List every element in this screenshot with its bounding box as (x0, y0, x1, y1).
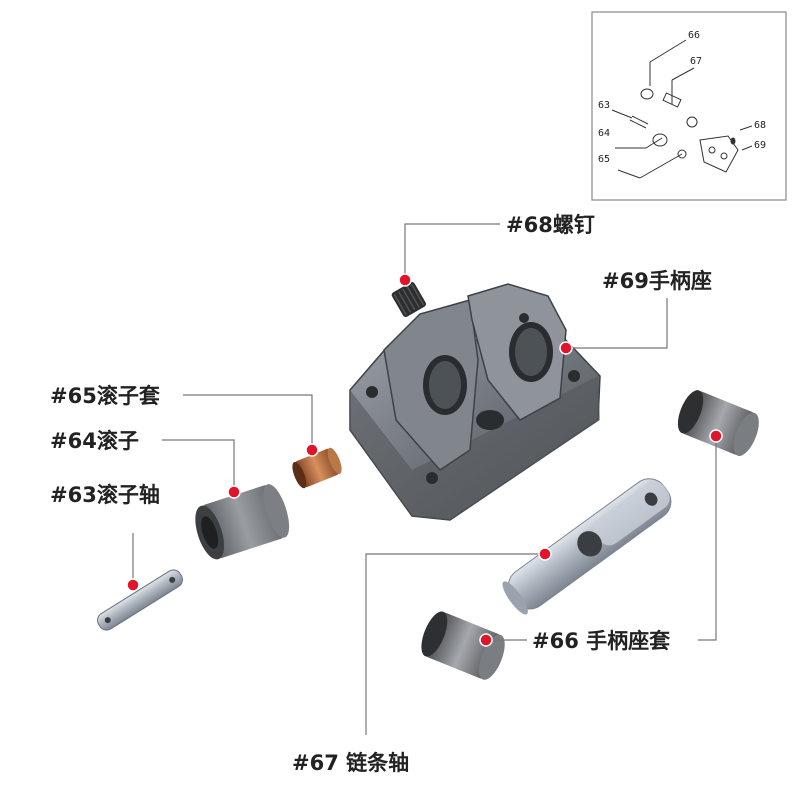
marker-68 (398, 273, 412, 287)
label-63-roller-shaft: #63滚子轴 (50, 483, 160, 507)
inset-label-66: 66 (688, 30, 700, 41)
leader-67 (365, 553, 545, 735)
leader-lines (132, 223, 717, 735)
inset-label-65: 65 (598, 154, 610, 165)
handle-base-sleeve-icon (421, 390, 759, 680)
marker-66b (709, 429, 723, 443)
label-68-screw: #68螺钉 (506, 213, 595, 237)
marker-64 (227, 485, 241, 499)
inset-label-63: 63 (598, 100, 610, 111)
roller-shaft-icon (97, 569, 183, 631)
marker-63 (126, 578, 140, 592)
leader-65 (183, 394, 313, 450)
handle-base-icon (349, 283, 601, 521)
inset-label-64: 64 (598, 128, 610, 139)
leader-64 (162, 439, 235, 492)
label-69-handle-base: #69手柄座 (602, 269, 712, 293)
roller-sleeve-icon (292, 447, 342, 489)
roller-icon (195, 484, 290, 560)
chain-shaft-icon (502, 478, 672, 615)
callout-markers (126, 273, 723, 647)
leader-69 (566, 298, 668, 349)
marker-66a (479, 633, 493, 647)
label-65-roller-sleeve: #65滚子套 (50, 384, 160, 408)
marker-69 (559, 341, 573, 355)
inset-label-68: 68 (754, 120, 766, 131)
inset-label-69: 69 (754, 140, 766, 151)
marker-67 (538, 547, 552, 561)
leader-68 (404, 223, 500, 280)
label-66-handle-base-sleeve: #66 手柄座套 (532, 629, 670, 653)
set-screw-icon (391, 281, 427, 318)
reference-inset: 66 67 63 64 68 65 69 (591, 11, 787, 201)
leader-66b (698, 436, 717, 641)
label-64-roller: #64滚子 (50, 429, 139, 453)
inset-label-67: 67 (690, 56, 702, 67)
marker-65 (305, 443, 319, 457)
label-67-chain-shaft: #67 链条轴 (292, 751, 409, 775)
